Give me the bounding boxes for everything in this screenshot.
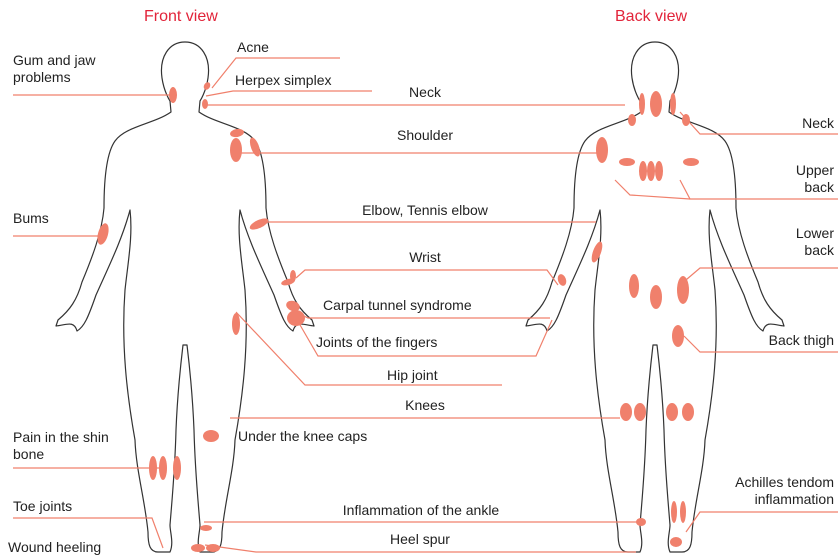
pain-spot-trap-1 <box>628 114 636 126</box>
label-heel: Heel spur <box>390 531 450 548</box>
label-acne: Acne <box>237 39 269 56</box>
pain-spot-acne <box>202 81 211 91</box>
pain-spot-jaw <box>169 87 177 103</box>
label-gum-jaw: Gum and jaw problems <box>13 52 95 86</box>
pain-spots <box>95 81 699 552</box>
leader-line-lower-back <box>680 268 838 285</box>
pain-spot-blade-right <box>683 158 699 166</box>
pain-spot-elbow <box>248 216 270 232</box>
pain-spot-lower-back-2 <box>629 274 639 298</box>
pain-spot-knee-back-3 <box>666 403 678 421</box>
pain-spot-wrist-2 <box>290 270 296 282</box>
label-lower-back: Lower back <box>796 225 834 259</box>
pain-spot-lower-back-1 <box>650 285 662 309</box>
pain-spot-shin-3 <box>173 456 181 480</box>
pain-spot-heel-1 <box>191 544 205 552</box>
label-shoulder: Shoulder <box>397 127 453 144</box>
label-back-thigh: Back thigh <box>769 332 834 349</box>
pain-spot-shoulder <box>230 138 242 162</box>
pain-spot-toe <box>200 525 212 531</box>
leader-line-upper-back-2 <box>615 180 690 199</box>
pain-spot-achilles-2 <box>680 501 686 523</box>
pain-spot-shin-2 <box>159 456 167 480</box>
pain-spot-shoulder-back <box>596 137 608 163</box>
label-toe-joints: Toe joints <box>13 498 72 515</box>
pain-spot-heel-back <box>670 537 682 547</box>
leader-line-herpes <box>206 91 372 96</box>
pain-spot-bum <box>95 222 110 246</box>
pain-spot-achilles-1 <box>671 501 677 523</box>
pain-spot-heel-2 <box>206 544 220 552</box>
pain-spot-knee-back-2 <box>634 403 646 421</box>
leader-line-wrist <box>296 270 558 285</box>
pain-spot-shoulder-top <box>229 128 244 138</box>
label-neck-right: Neck <box>802 115 834 132</box>
pain-spot-spine-3 <box>655 161 663 181</box>
pain-spot-spine-2 <box>647 161 655 181</box>
pain-spot-knee-back-1 <box>620 403 632 421</box>
pain-spot-neck-back-2 <box>650 91 662 117</box>
pain-spot-back-thigh <box>672 325 684 347</box>
label-elbow: Elbow, Tennis elbow <box>362 202 488 219</box>
label-shin: Pain in the shin bone <box>13 429 109 463</box>
label-knees: Knees <box>405 397 445 414</box>
label-bums: Bums <box>13 210 49 227</box>
pain-spot-knee-back-4 <box>682 403 694 421</box>
pain-spot-lower-back-3 <box>677 276 689 304</box>
label-carpal: Carpal tunnel syndrome <box>323 297 472 314</box>
front-body-outline <box>56 42 314 552</box>
pain-spot-ankle-back <box>636 518 646 526</box>
label-achilles: Achilles tendom inflammation <box>735 474 834 508</box>
label-neck-center: Neck <box>409 84 441 101</box>
pain-spot-hip <box>232 313 240 335</box>
label-knee-caps: Under the knee caps <box>238 428 367 445</box>
label-upper-back: Upper back <box>796 162 834 196</box>
pain-spot-neck-back-3 <box>670 93 676 115</box>
pain-spot-spine-1 <box>639 161 647 181</box>
front-view-title: Front view <box>144 8 218 26</box>
pain-spot-knee-cap <box>203 430 219 442</box>
pain-spot-trap-2 <box>682 114 690 126</box>
label-fingers: Joints of the fingers <box>316 334 437 351</box>
label-hip: Hip joint <box>387 367 438 384</box>
pain-spot-elbow-back <box>589 240 604 263</box>
label-herpes: Herpex simplex <box>235 72 331 89</box>
back-view-title: Back view <box>615 8 687 26</box>
pain-spot-blade-left <box>619 158 635 166</box>
pain-spot-fingers <box>287 310 305 326</box>
pain-spot-herpes <box>202 99 208 109</box>
pain-spot-upper-arm <box>248 136 262 158</box>
pain-spot-neck-back-1 <box>639 93 645 115</box>
label-wound: Wound heeling <box>8 539 101 556</box>
label-wrist: Wrist <box>409 249 441 266</box>
leader-line-achilles <box>686 512 838 532</box>
label-ankle: Inflammation of the ankle <box>343 502 499 519</box>
pain-spot-shin-1 <box>149 456 157 480</box>
